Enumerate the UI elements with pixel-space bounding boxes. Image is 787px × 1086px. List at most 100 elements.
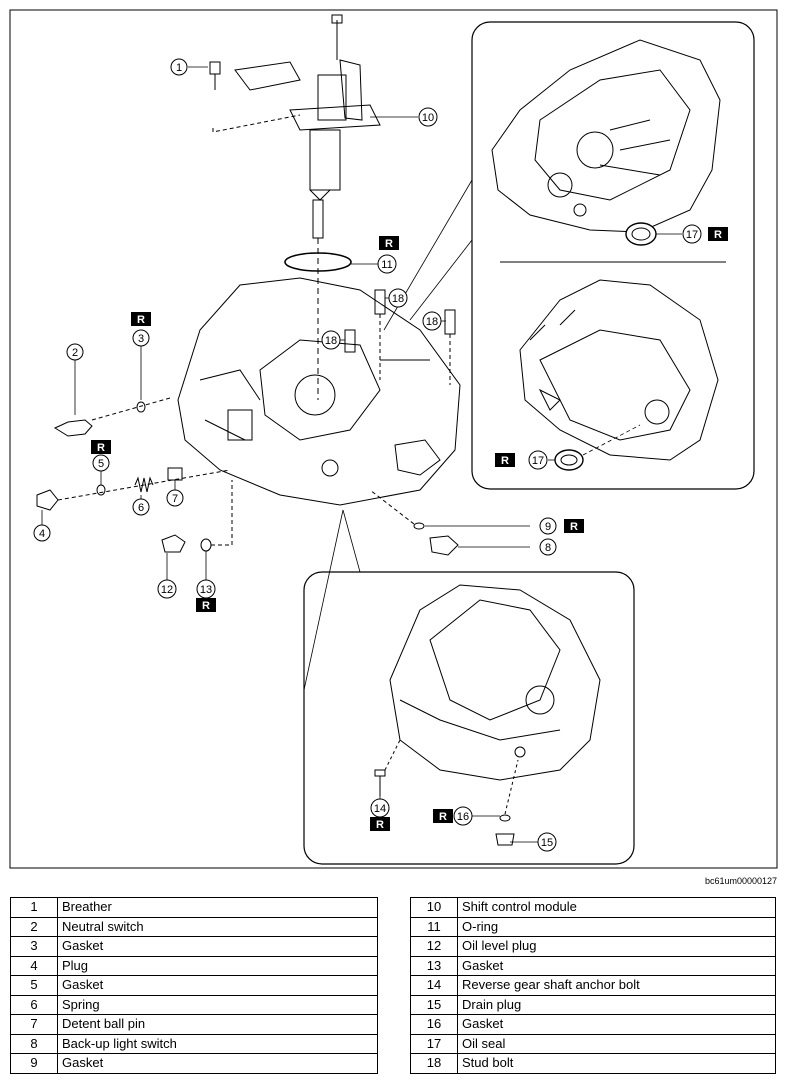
- svg-text:14: 14: [374, 803, 386, 815]
- svg-text:11: 11: [381, 259, 392, 271]
- part-number: 14: [410, 975, 458, 996]
- leader-lines: [41, 66, 555, 843]
- replace-marker-3: R: [131, 312, 151, 326]
- anchor-bolt: [374, 739, 401, 796]
- replace-marker-9: R: [564, 519, 584, 533]
- inset-bottom: [303, 509, 635, 865]
- replace-marker-16: R: [433, 809, 453, 823]
- callout-5: 5: [92, 454, 110, 472]
- part-number: 9: [10, 1053, 58, 1074]
- part-name: Gasket: [57, 1053, 378, 1074]
- callout-2: 2: [66, 343, 84, 361]
- part-name: Stud bolt: [457, 1053, 776, 1074]
- callout-14: 14: [370, 798, 390, 818]
- shift-control-module-drawing: [209, 14, 381, 239]
- part-name: Spring: [57, 994, 378, 1015]
- part-name: Neutral switch: [57, 916, 378, 937]
- replace-marker-5: R: [91, 440, 111, 454]
- back-up-light-switch-drawing: [429, 535, 459, 556]
- callout-7: 7: [166, 489, 184, 507]
- replace-marker-17-lower: R: [495, 453, 515, 467]
- drain-plug-group: [495, 759, 519, 846]
- housing-view-rear: [519, 279, 719, 461]
- svg-text:5: 5: [98, 458, 104, 470]
- part-name: Gasket: [57, 975, 378, 996]
- part-name: Breather: [57, 897, 378, 918]
- part-number: 13: [410, 955, 458, 976]
- svg-text:18: 18: [392, 293, 404, 305]
- svg-text:R: R: [376, 819, 384, 831]
- part-name: Plug: [57, 955, 378, 976]
- callout-17-lower: 17: [528, 450, 548, 470]
- svg-text:6: 6: [138, 502, 144, 514]
- part-name: Gasket: [57, 936, 378, 957]
- svg-text:R: R: [202, 600, 210, 612]
- svg-text:7: 7: [172, 493, 178, 505]
- svg-text:R: R: [570, 521, 578, 533]
- oil-seal-lower: [554, 424, 641, 471]
- part-name: Oil level plug: [457, 936, 776, 957]
- replace-marker-13: R: [196, 598, 216, 612]
- part-number: 12: [410, 936, 458, 957]
- callout-17-upper: 17: [682, 224, 702, 244]
- svg-text:R: R: [439, 811, 447, 823]
- svg-text:R: R: [97, 442, 105, 454]
- callout-16: 16: [453, 806, 473, 826]
- diagram-frame: [9, 9, 778, 869]
- callout-8: 8: [539, 538, 557, 556]
- svg-text:15: 15: [541, 837, 553, 849]
- part-number: 11: [410, 916, 458, 937]
- replace-marker-14: R: [370, 817, 390, 831]
- part-name: Oil seal: [457, 1033, 776, 1054]
- part-name: Detent ball pin: [57, 1014, 378, 1035]
- part-number: 3: [10, 936, 58, 957]
- plug-drawing: [36, 489, 59, 511]
- svg-text:4: 4: [39, 528, 45, 540]
- neutral-switch-drawing: [53, 419, 93, 437]
- callout-10: 10: [418, 107, 438, 127]
- part-number: 4: [10, 955, 58, 976]
- part-number: 2: [10, 916, 58, 937]
- part-number: 7: [10, 1014, 58, 1035]
- svg-text:R: R: [137, 314, 145, 326]
- callout-6: 6: [132, 498, 150, 516]
- svg-text:16: 16: [457, 811, 469, 823]
- transaxle-case-drawing: [177, 277, 461, 506]
- callout-18-c: 18: [321, 330, 341, 350]
- part-number: 5: [10, 975, 58, 996]
- part-name: Gasket: [457, 955, 776, 976]
- callout-4: 4: [33, 524, 51, 542]
- callout-18-b: 18: [422, 311, 442, 331]
- callout-9: 9: [539, 517, 557, 535]
- callout-11: 11: [377, 254, 397, 274]
- spring-drawing: [134, 476, 154, 493]
- svg-text:9: 9: [545, 521, 551, 533]
- callout-13: 13: [196, 579, 216, 599]
- oil-seal-upper: [625, 222, 682, 246]
- svg-text:R: R: [385, 238, 393, 250]
- svg-text:8: 8: [545, 542, 551, 554]
- part-number: 17: [410, 1033, 458, 1054]
- part-number: 1: [10, 897, 58, 918]
- svg-text:3: 3: [138, 333, 144, 345]
- part-number: 10: [410, 897, 458, 918]
- svg-text:18: 18: [426, 316, 438, 328]
- svg-text:17: 17: [532, 455, 544, 467]
- svg-text:1: 1: [176, 62, 182, 74]
- part-number: 8: [10, 1033, 58, 1054]
- main-exploded-view: [36, 14, 461, 556]
